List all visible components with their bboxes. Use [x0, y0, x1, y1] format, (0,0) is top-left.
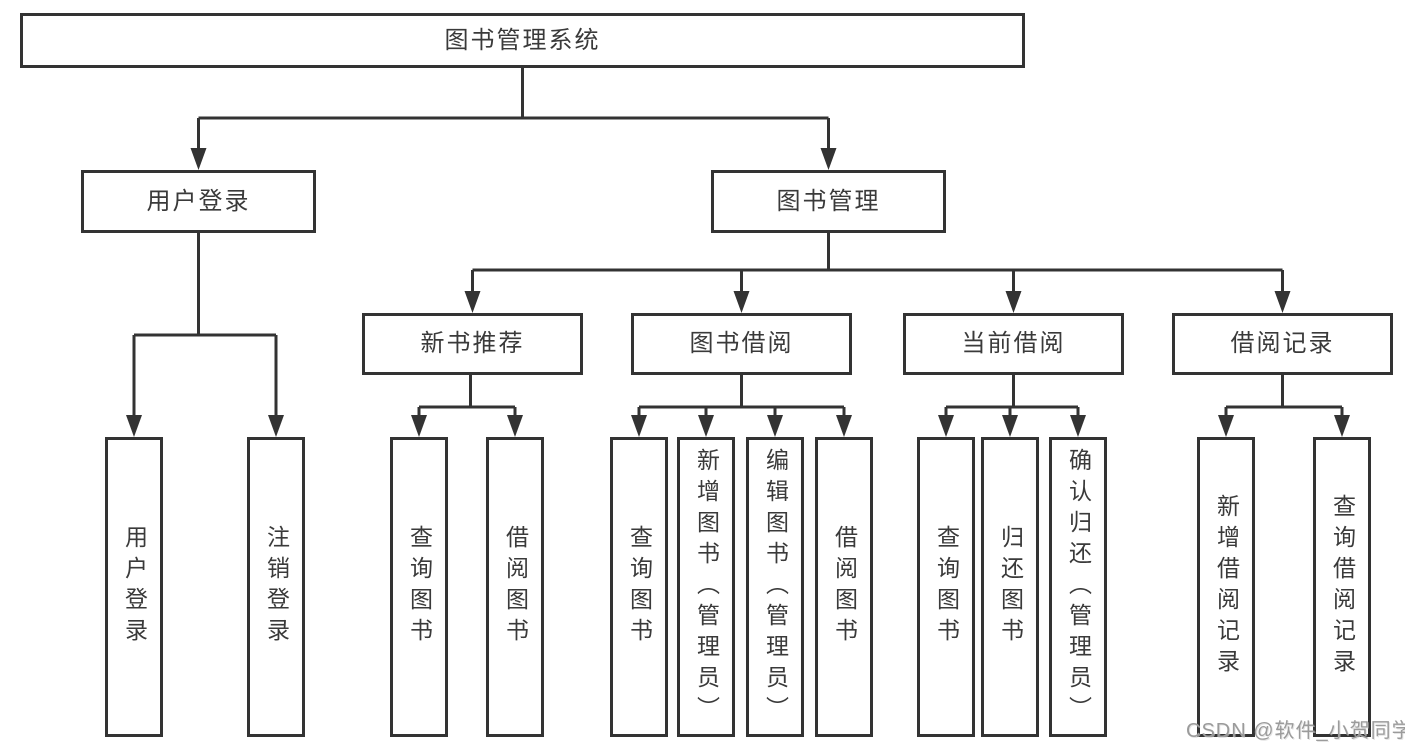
- node-new-book-recommend: 新书推荐: [362, 313, 583, 375]
- node-user-login: 用户登录: [81, 170, 316, 233]
- node-book-management: 图书管理: [711, 170, 946, 233]
- leaf-records-add-borrow-record: 新增借阅记录: [1197, 437, 1255, 737]
- leaf-borrow-edit-books-admin: 编辑图书（管理员）: [746, 437, 804, 737]
- node-book-borrow: 图书借阅: [631, 313, 852, 375]
- leaf-current-confirm-return-admin: 确认归还（管理员）: [1049, 437, 1107, 737]
- leaf-logout-login: 注销登录: [247, 437, 305, 737]
- leaf-borrow-borrow-books: 借阅图书: [815, 437, 873, 737]
- csdn-watermark: CSDN @软件_小贺同学: [1186, 720, 1405, 742]
- leaf-borrow-query-books: 查询图书: [610, 437, 668, 737]
- node-current-borrow: 当前借阅: [903, 313, 1124, 375]
- leaf-user-login: 用户登录: [105, 437, 163, 737]
- leaf-current-query-books: 查询图书: [917, 437, 975, 737]
- leaf-current-return-books: 归还图书: [981, 437, 1039, 737]
- leaf-borrow-add-books-admin: 新增图书（管理员）: [677, 437, 735, 737]
- leaf-recommend-query-books: 查询图书: [390, 437, 448, 737]
- leaf-records-query-borrow-record: 查询借阅记录: [1313, 437, 1371, 737]
- node-borrow-records: 借阅记录: [1172, 313, 1393, 375]
- leaf-recommend-borrow-books: 借阅图书: [486, 437, 544, 737]
- node-library-management-system: 图书管理系统: [20, 13, 1025, 68]
